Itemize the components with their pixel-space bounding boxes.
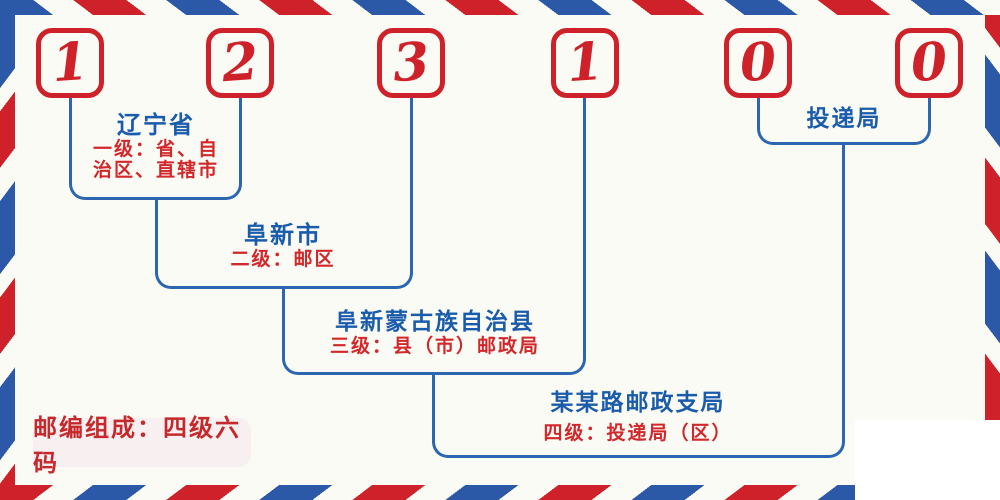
digit-6: 0 — [908, 30, 950, 95]
level2-label: 阜新市 二级：邮区 — [173, 222, 393, 270]
level1-desc-line2: 治区、直辖市 — [92, 159, 219, 181]
digit3-connector-line — [410, 98, 413, 202]
delivery-office-label: 投递局 — [758, 106, 930, 133]
airmail-border-top — [0, 0, 1000, 15]
footer-note-pill: 邮编组成：四级六码 — [33, 414, 251, 477]
digit-4: 1 — [564, 30, 606, 95]
digit-box-1: 1 — [36, 28, 104, 98]
airmail-border-left — [0, 15, 15, 485]
level4-name: 某某路邮政支局 — [550, 390, 726, 416]
level4-desc-line1: 四级：投递局（区） — [543, 422, 733, 444]
delivery-office-name: 投递局 — [806, 106, 882, 132]
digit-box-4: 1 — [551, 28, 619, 98]
delivery-office-bracket-line — [757, 98, 931, 145]
level4-bracket-line — [432, 375, 845, 458]
level2-bracket-line — [155, 200, 413, 289]
footer-note-text: 邮编组成：四级六码 — [33, 413, 241, 477]
level4-label: 某某路邮政支局 四级：投递局（区） — [462, 390, 814, 444]
level3-label: 阜新蒙古族自治县 三级：县（市）邮政局 — [280, 309, 590, 357]
level1-name: 辽宁省 — [117, 111, 195, 139]
digit-box-6: 0 — [895, 28, 963, 98]
level1-label: 辽宁省 一级：省、自 治区、直辖市 — [46, 112, 266, 181]
level1-desc-line1: 一级：省、自 — [92, 138, 219, 160]
corner-white-patch — [855, 420, 1000, 500]
delivery-office-connector-line — [842, 145, 845, 377]
digit-2: 2 — [219, 30, 261, 95]
level2-name: 阜新市 — [244, 221, 322, 249]
airmail-border-bottom — [0, 485, 855, 500]
digit4-connector-line — [583, 98, 586, 291]
airmail-border-right — [985, 15, 1000, 420]
digit-3: 3 — [390, 30, 432, 95]
level1-bracket-line — [69, 98, 242, 200]
level3-bracket-line — [282, 289, 586, 375]
digit-5: 0 — [737, 30, 779, 95]
level3-name: 阜新蒙古族自治县 — [335, 309, 535, 335]
level2-desc-line1: 二级：邮区 — [230, 248, 336, 270]
digit-box-2: 2 — [206, 28, 274, 98]
digit-box-3: 3 — [377, 28, 445, 98]
digit-1: 1 — [49, 30, 91, 95]
digit-box-5: 0 — [724, 28, 792, 98]
level3-desc-line1: 三级：县（市）邮政局 — [329, 335, 540, 357]
